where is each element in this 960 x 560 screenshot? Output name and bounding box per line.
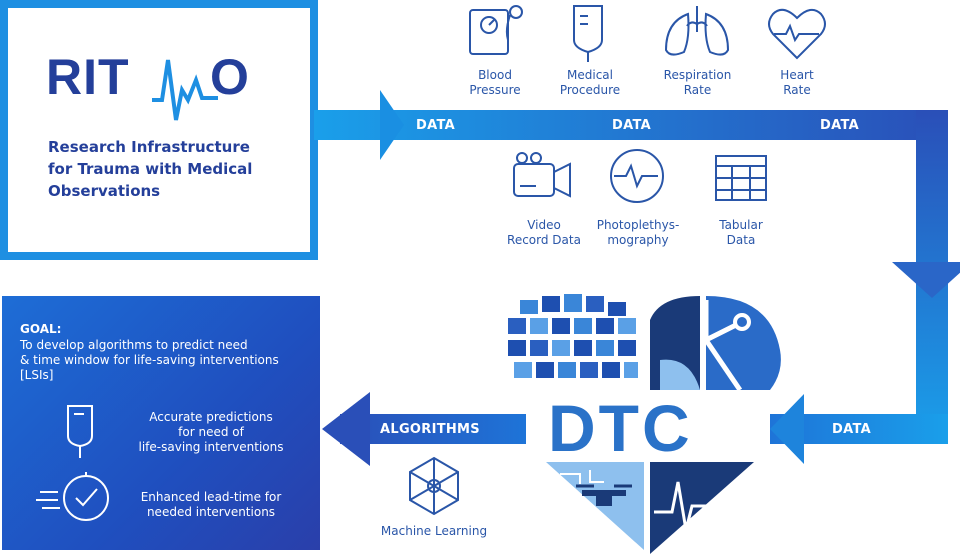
iv-bag-icon — [573, 5, 603, 62]
ritmo-line-1: Research Infrastructure — [48, 138, 250, 156]
ritmo-logo-right: O — [210, 49, 249, 105]
flow-label-data-1: DATA — [416, 118, 455, 133]
video-camera-icon — [513, 152, 571, 198]
ritmo-box — [8, 8, 310, 252]
machine-learning-icon — [409, 456, 459, 516]
mosaic-lobe — [508, 294, 638, 378]
ritmo-ecg-logo-icon — [152, 59, 218, 121]
label-photoplethysmography: Photoplethys-mography — [596, 218, 680, 247]
drone-lobe — [546, 462, 644, 550]
flow-label-data-2: DATA — [612, 118, 651, 133]
flow-label-data-3: DATA — [820, 118, 859, 133]
ppg-monitor-icon — [610, 149, 664, 203]
goal-line-2: & time window for life-saving interventi… — [20, 353, 279, 367]
label-machine-learning: Machine Learning — [380, 524, 488, 538]
table-icon — [715, 155, 767, 201]
top-arrow-head — [380, 90, 404, 160]
blood-pressure-icon — [469, 5, 523, 55]
left-arrow-head-algorithms — [322, 392, 370, 466]
pulse-lobe — [650, 462, 754, 554]
iv-drip-icon — [67, 405, 93, 458]
ritmo-line-2: for Trauma with Medical — [48, 160, 253, 178]
dtc-heart-graphic — [508, 294, 781, 554]
top-data-band — [314, 110, 948, 140]
flow-label-algorithms: ALGORITHMS — [380, 422, 480, 437]
stopwatch-icon — [36, 472, 109, 521]
goal-panel-icons — [36, 405, 109, 521]
ritmo-logo-left: RIT — [46, 49, 130, 105]
ritmo-line-3: Observations — [48, 182, 161, 200]
down-arrow-head — [892, 262, 960, 298]
left-arrow-head-dtc — [770, 394, 804, 464]
goal-heading: GOAL: — [20, 322, 62, 336]
goal-line-1: To develop algorithms to predict need — [20, 338, 248, 352]
network-lobe — [650, 296, 781, 392]
lungs-icon — [664, 6, 730, 56]
goal-line-3: [LSIs] — [20, 368, 54, 382]
heart-rate-icon — [768, 8, 826, 60]
algorithms-band — [340, 414, 526, 444]
dtc-label: DTC — [548, 391, 693, 465]
flow-label-data-4: DATA — [832, 422, 871, 437]
